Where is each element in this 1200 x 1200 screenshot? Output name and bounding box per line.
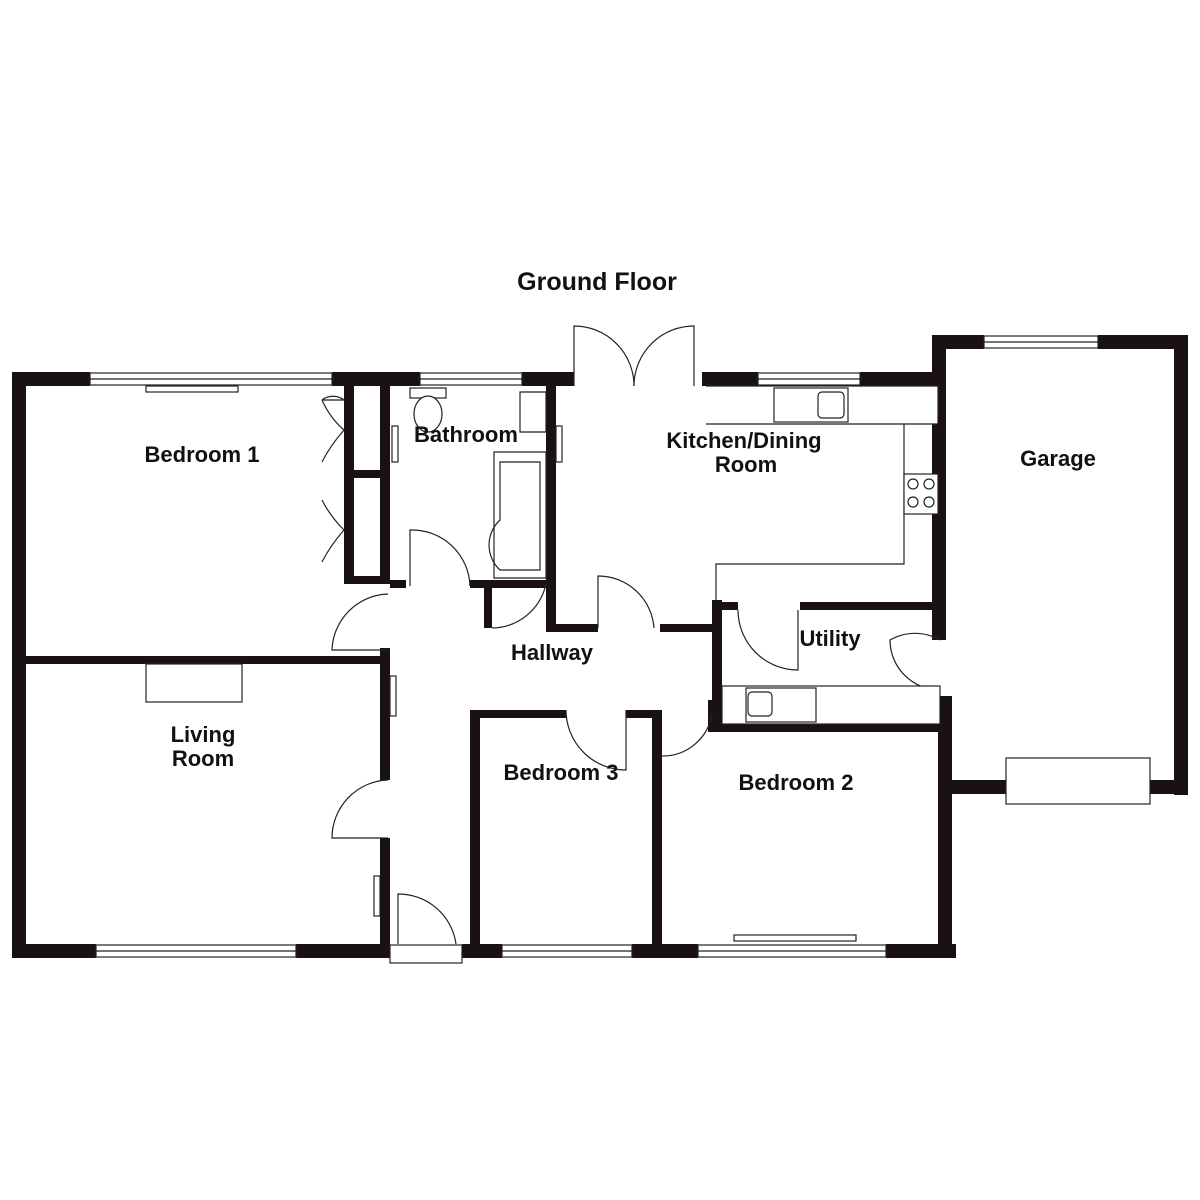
doors bbox=[321, 325, 941, 945]
floor-plan-title: Ground Floor bbox=[517, 268, 677, 296]
label-living-line1: Living bbox=[171, 722, 236, 747]
label-bathroom: Bathroom bbox=[414, 422, 518, 447]
exterior-walls bbox=[12, 335, 1188, 958]
label-kitchen-line1: Kitchen/Dining bbox=[666, 428, 821, 453]
fixtures bbox=[145, 385, 941, 917]
label-hallway: Hallway bbox=[511, 640, 594, 665]
label-living-line2: Room bbox=[172, 746, 234, 771]
windows bbox=[89, 335, 1151, 964]
label-utility: Utility bbox=[799, 626, 861, 651]
label-bedroom-3: Bedroom 3 bbox=[504, 760, 619, 785]
label-bedroom-2: Bedroom 2 bbox=[739, 770, 854, 795]
label-garage: Garage bbox=[1020, 446, 1096, 471]
interior-walls bbox=[26, 386, 946, 958]
label-kitchen-line2: Room bbox=[715, 452, 777, 477]
label-bedroom-1: Bedroom 1 bbox=[145, 442, 260, 467]
room-labels: Bedroom 1 Bathroom Kitchen/Dining Room G… bbox=[145, 422, 1096, 795]
